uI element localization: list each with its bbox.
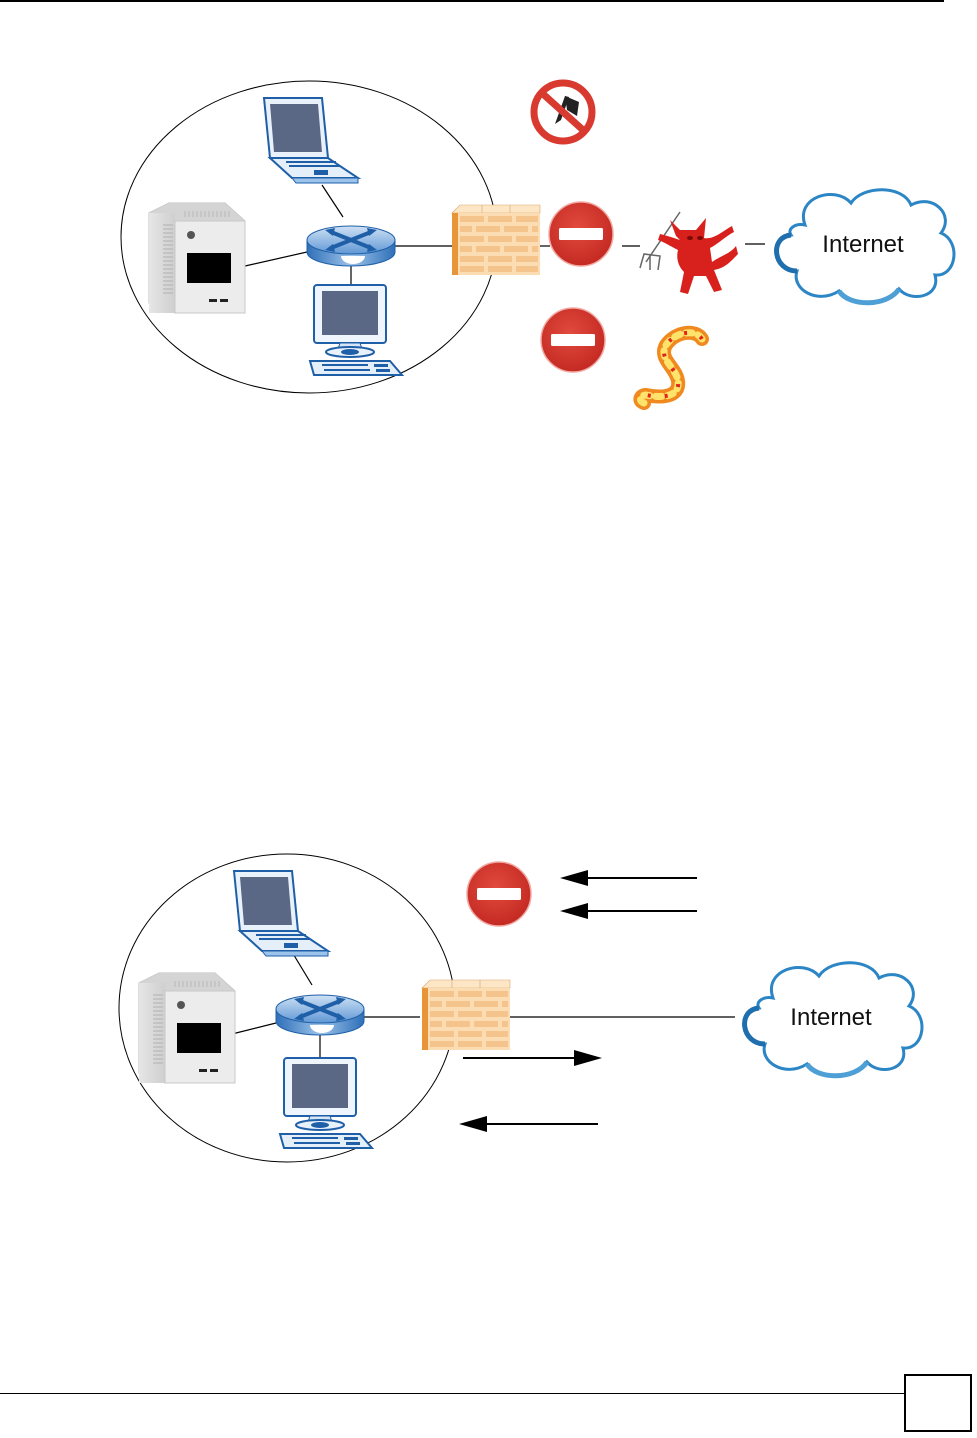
blocked-inbound-arrow — [560, 903, 697, 919]
stop-sign-icon — [540, 307, 606, 373]
blocked-inbound-arrow — [560, 870, 697, 886]
header-rule — [0, 0, 944, 2]
network-links — [231, 951, 735, 1058]
page-number — [906, 1376, 970, 1430]
footer-rule — [0, 1393, 905, 1394]
laptop-icon — [263, 97, 359, 184]
stop-sign-icon — [466, 861, 532, 927]
figure-firewall-blocking-attacks: Internet — [120, 79, 977, 410]
router-icon — [274, 993, 366, 1037]
network-links — [244, 184, 765, 285]
server-icon — [138, 972, 236, 1084]
firewall-icon — [421, 979, 511, 1051]
desktop-computer-icon — [309, 284, 403, 376]
internet-cloud: Internet — [777, 190, 954, 303]
router-icon — [305, 224, 397, 268]
outbound-arrow — [463, 1050, 602, 1066]
no-trojan-horse-icon — [530, 79, 596, 145]
inbound-reply-arrow — [459, 1116, 598, 1132]
figure-firewall-traffic-directions: Internet — [118, 853, 977, 1163]
internet-cloud: Internet — [745, 963, 922, 1076]
hacker-devil-icon — [639, 211, 738, 294]
worm-icon — [633, 325, 709, 410]
internet-label: Internet — [790, 1004, 872, 1031]
page-number-box — [904, 1374, 972, 1432]
server-icon — [148, 202, 246, 314]
internet-label: Internet — [822, 231, 904, 258]
firewall-icon — [451, 204, 541, 276]
desktop-computer-icon — [279, 1057, 373, 1149]
stop-sign-icon — [548, 201, 614, 267]
laptop-icon — [233, 870, 329, 957]
